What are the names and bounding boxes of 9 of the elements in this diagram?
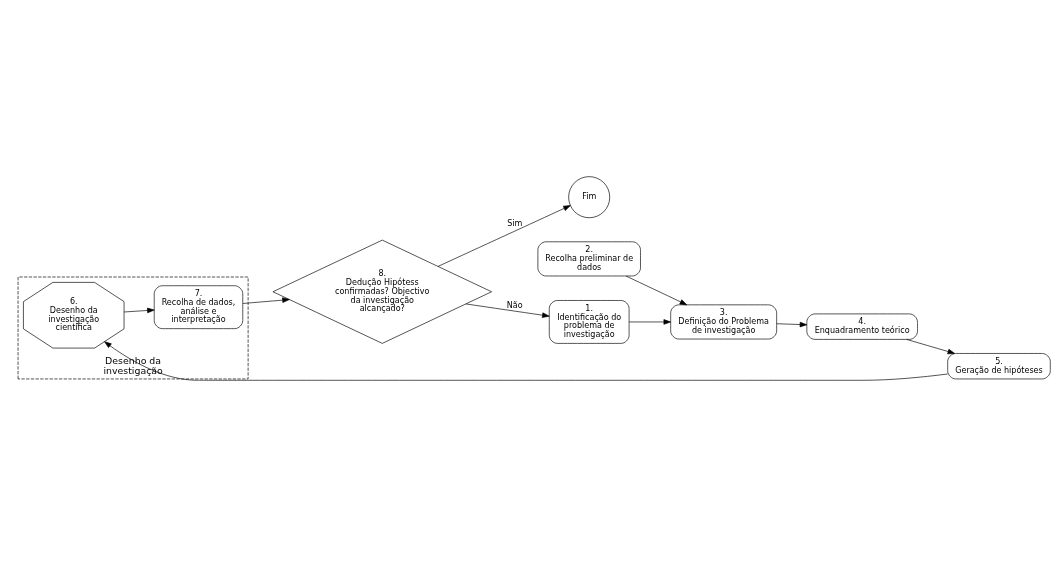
arrow — [628, 319, 671, 325]
arrow — [776, 321, 808, 328]
arrow — [437, 205, 571, 267]
arrow — [104, 341, 948, 381]
arrow — [242, 297, 290, 304]
arrow — [906, 339, 955, 355]
arrow — [465, 303, 550, 318]
arrow — [625, 275, 688, 306]
arrow — [123, 307, 155, 314]
